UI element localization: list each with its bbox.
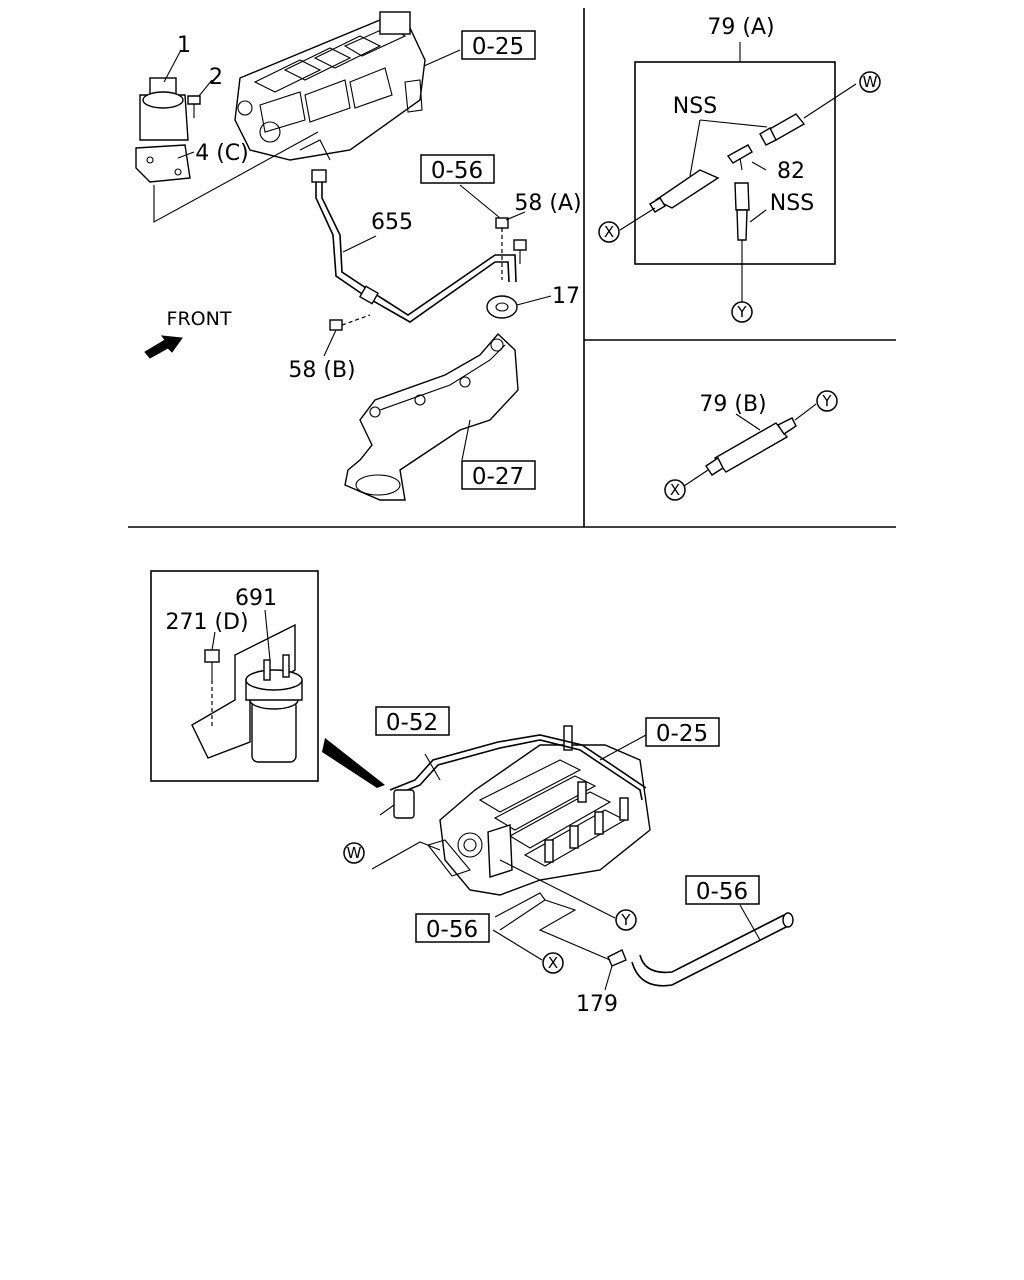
egr-pipe-655 <box>311 169 517 323</box>
svg-text:X: X <box>548 954 558 972</box>
svg-text:X: X <box>604 223 614 241</box>
detail-pointer <box>322 738 385 788</box>
intake-manifold-bottom <box>379 725 651 896</box>
ref-label: 0-52 <box>386 710 438 736</box>
intake-manifold-top <box>234 11 426 161</box>
ref-label: 0-25 <box>472 34 524 60</box>
marker-y-bottom: Y <box>615 909 637 931</box>
nss-label-2: NSS <box>770 191 814 216</box>
ref-label: 0-56 <box>696 879 748 905</box>
nss-label-1: NSS <box>673 94 717 119</box>
part-number-1: 1 <box>177 33 191 58</box>
part-number-271d: 271 (D) <box>165 610 248 635</box>
part-number-4c: 4 (C) <box>195 141 249 166</box>
svg-text:Y: Y <box>736 303 747 321</box>
egr-valve <box>135 77 201 183</box>
part-number-2: 2 <box>209 65 223 90</box>
part-number-79a: 79 (A) <box>707 15 774 40</box>
ref-box-0-27: 0-27 <box>461 460 536 490</box>
svg-text:W: W <box>863 73 878 91</box>
part-number-179: 179 <box>576 992 618 1017</box>
connector-79b <box>683 403 817 487</box>
marker-x-79b: X <box>664 479 686 501</box>
marker-w-top: W <box>859 71 881 93</box>
front-arrow-icon <box>144 335 183 359</box>
part-number-58a: 58 (A) <box>514 191 581 216</box>
vsv-691 <box>191 609 303 763</box>
marker-y-79b: Y <box>816 390 838 412</box>
inset-box-691 <box>150 570 319 782</box>
ref-label: 0-56 <box>426 917 478 943</box>
marker-x-bottom: X <box>542 952 564 974</box>
ref-box-0-56-top: 0-56 <box>420 154 495 184</box>
svg-text:Y: Y <box>620 911 631 929</box>
ref-label: 0-56 <box>431 158 483 184</box>
ref-box-0-56-mid: 0-56 <box>415 913 490 943</box>
exhaust-manifold <box>344 332 519 501</box>
svg-text:X: X <box>670 481 680 499</box>
leaders-bottom <box>371 734 647 961</box>
gasket-17 <box>486 295 552 319</box>
hose-and-clamp-179 <box>604 904 794 991</box>
part-number-17: 17 <box>552 284 580 309</box>
ref-box-0-25-bottom: 0-25 <box>645 717 720 747</box>
ref-box-0-25-top: 0-25 <box>461 30 536 60</box>
part-number-691: 691 <box>235 586 277 611</box>
part-number-655: 655 <box>371 210 413 235</box>
bolt-58b <box>323 314 371 357</box>
front-label: FRONT <box>167 308 232 330</box>
part-number-79b: 79 (B) <box>699 392 766 417</box>
part-number-58b: 58 (B) <box>288 358 355 383</box>
leaders-top-left <box>153 49 461 223</box>
ref-label: 0-27 <box>472 464 524 490</box>
panel-dividers <box>128 8 896 528</box>
connector-parts-79a <box>619 83 857 302</box>
part-number-82: 82 <box>777 159 805 184</box>
svg-text:Y: Y <box>821 392 832 410</box>
ref-box-0-52: 0-52 <box>375 706 450 736</box>
svg-text:W: W <box>347 844 362 862</box>
marker-x-top: X <box>598 221 620 243</box>
ref-box-0-56-right: 0-56 <box>685 875 760 905</box>
marker-w-bottom: W <box>343 842 365 864</box>
ref-label: 0-25 <box>656 721 708 747</box>
marker-y-top: Y <box>731 301 753 323</box>
bolt-58a <box>459 184 527 280</box>
box-79a <box>634 42 836 265</box>
